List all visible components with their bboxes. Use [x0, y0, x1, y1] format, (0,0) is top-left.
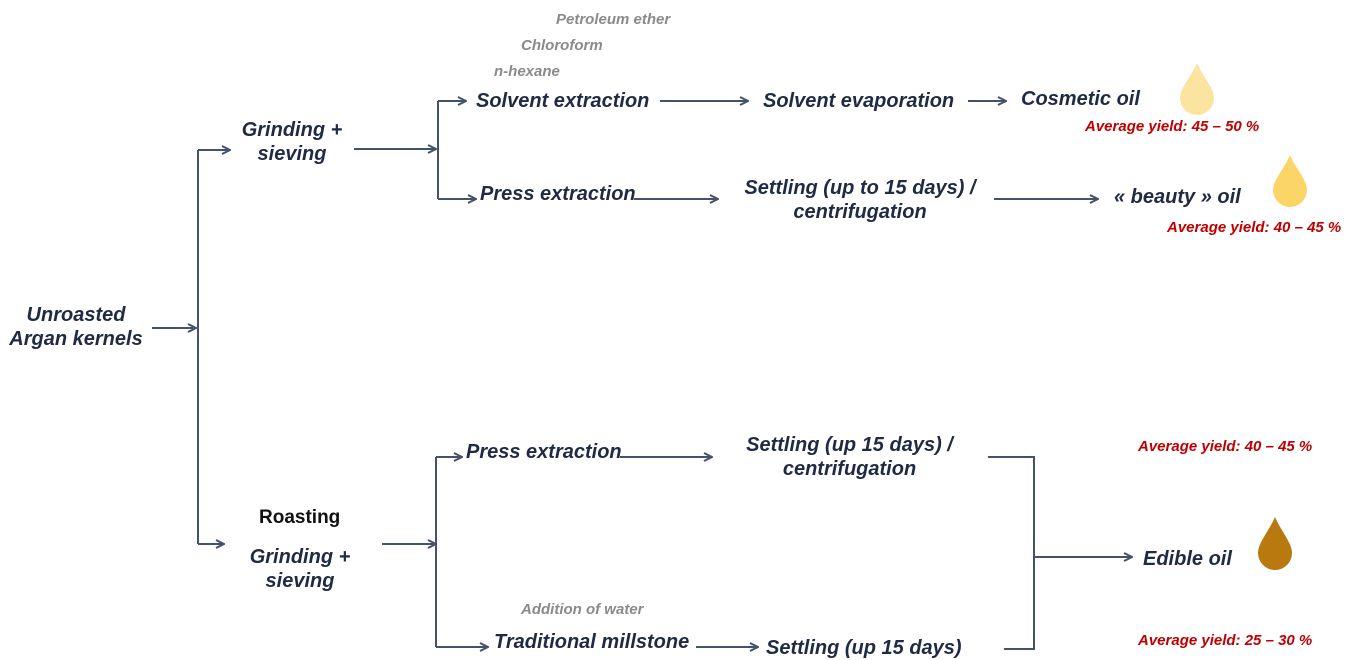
node-settling-top: Settling (up to 15 days) / centrifugatio…: [730, 176, 990, 224]
node-grinding-bottom: Grinding + sieving: [240, 545, 360, 593]
solvent-chloroform: Chloroform: [521, 37, 603, 54]
oil-drop-beauty-shape: [1273, 155, 1307, 207]
node-unroasted-kernels: Unroasted Argan kernels: [6, 303, 146, 351]
node-grinding-bottom-line1: Grinding +: [249, 546, 351, 568]
oil-drop-edible-shape: [1258, 517, 1292, 570]
node-settling-top-line1: Settling (up to 15 days) /: [744, 177, 976, 199]
oil-drop-icon: [1273, 155, 1307, 207]
node-solvent-extraction: Solvent extraction: [476, 90, 650, 112]
node-grinding-bottom-line2: sieving: [265, 570, 335, 592]
yield-beauty: Average yield: 40 – 45 %: [1167, 219, 1342, 236]
oil-drop-icon: [1258, 517, 1292, 570]
node-press-extraction-top: Press extraction: [480, 183, 636, 205]
node-solvent-evaporation: Solvent evaporation: [763, 90, 955, 112]
node-settling-bottom: Settling (up 15 days) / centrifugation: [722, 433, 977, 481]
node-settling-millstone: Settling (up 15 days): [766, 637, 962, 659]
node-settling-bottom-line1: Settling (up 15 days) /: [746, 434, 953, 456]
node-press-extraction-bottom: Press extraction: [466, 441, 622, 463]
node-grinding-top-line2: sieving: [257, 143, 327, 165]
node-roasting: Roasting: [259, 507, 341, 528]
oil-drop-icon: [1180, 63, 1214, 115]
yield-cosmetic: Average yield: 45 – 50 %: [1085, 118, 1260, 135]
oil-drop-cosmetic-shape: [1180, 63, 1214, 115]
yield-press-bottom: Average yield: 40 – 45 %: [1138, 438, 1313, 455]
node-settling-top-line2: centrifugation: [793, 201, 927, 223]
node-edible-oil: Edible oil: [1143, 548, 1232, 570]
node-beauty-oil: « beauty » oil: [1114, 186, 1241, 208]
note-addition-of-water: Addition of water: [521, 601, 644, 618]
node-unroasted-line2: Argan kernels: [9, 328, 143, 350]
node-grinding-top: Grinding + sieving: [232, 118, 352, 166]
node-settling-bottom-line2: centrifugation: [782, 458, 917, 480]
solvent-petroleum-ether: Petroleum ether: [556, 11, 671, 28]
node-traditional-millstone: Traditional millstone: [494, 631, 690, 653]
node-cosmetic-oil: Cosmetic oil: [1021, 88, 1140, 110]
solvent-n-hexane: n-hexane: [494, 63, 560, 80]
node-unroasted-line1: Unroasted: [26, 304, 126, 326]
yield-millstone: Average yield: 25 – 30 %: [1138, 632, 1313, 649]
node-grinding-top-line1: Grinding +: [241, 119, 343, 141]
merge-bracket: [988, 456, 1035, 650]
